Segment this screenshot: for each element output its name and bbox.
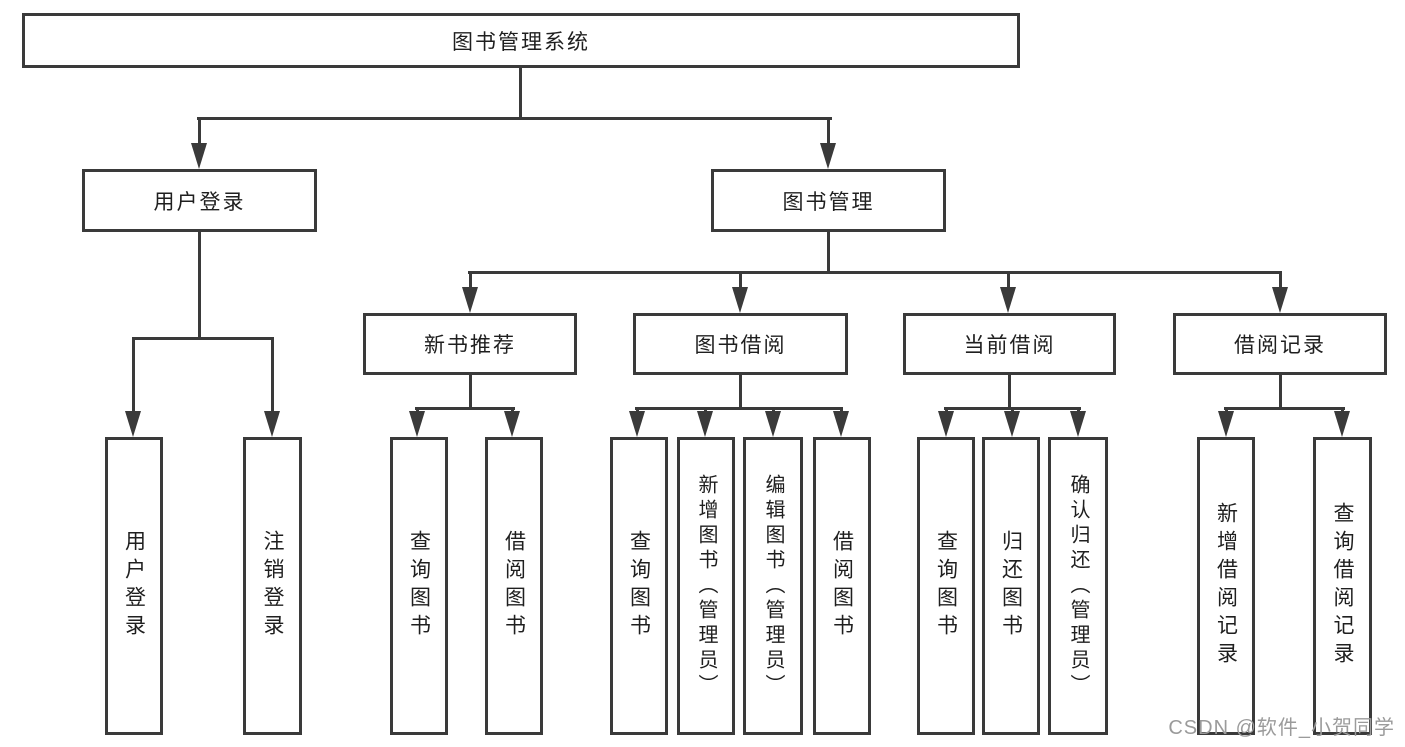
connector-line <box>739 271 742 291</box>
connector-line <box>132 337 135 413</box>
connector-line <box>635 407 843 410</box>
leaf-records-query-record: 查询借阅记录 <box>1313 437 1372 735</box>
leaf-recommend-query-book: 查询图书 <box>390 437 448 735</box>
connector-line <box>827 232 830 274</box>
leaf-borrow-query-book: 查询图书 <box>610 437 668 735</box>
arrow-down-icon <box>765 411 781 437</box>
leaf-borrow-borrow-book: 借阅图书 <box>813 437 871 735</box>
connector-line <box>827 117 830 145</box>
connector-line <box>469 271 472 291</box>
arrow-down-icon <box>1004 411 1020 437</box>
arrow-down-icon <box>504 411 520 437</box>
arrow-down-icon <box>462 287 478 313</box>
node-root: 图书管理系统 <box>22 13 1020 68</box>
leaf-current-query-book: 查询图书 <box>917 437 975 735</box>
connector-line <box>271 337 274 413</box>
arrow-down-icon <box>1000 287 1016 313</box>
connector-line <box>415 407 515 410</box>
connector-line <box>1008 375 1011 410</box>
arrow-down-icon <box>1272 287 1288 313</box>
csdn-watermark: CSDN @软件_小贺同学 <box>1168 717 1395 739</box>
leaf-current-confirm-return-admin: 确认归还（管理员） <box>1048 437 1108 735</box>
arrow-down-icon <box>1218 411 1234 437</box>
arrow-down-icon <box>191 143 207 169</box>
connector-line <box>198 232 201 340</box>
connector-line <box>519 68 522 120</box>
arrow-down-icon <box>820 143 836 169</box>
arrow-down-icon <box>833 411 849 437</box>
leaf-borrow-add-book-admin: 新增图书（管理员） <box>677 437 735 735</box>
connector-line <box>132 337 274 340</box>
arrow-down-icon <box>938 411 954 437</box>
arrow-down-icon <box>264 411 280 437</box>
connector-line <box>1224 407 1345 410</box>
arrow-down-icon <box>1070 411 1086 437</box>
leaf-recommend-borrow-book: 借阅图书 <box>485 437 543 735</box>
node-current-borrow: 当前借阅 <box>903 313 1116 375</box>
connector-line <box>197 117 832 120</box>
node-borrow-records: 借阅记录 <box>1173 313 1387 375</box>
arrow-down-icon <box>125 411 141 437</box>
leaf-current-return-book: 归还图书 <box>982 437 1040 735</box>
connector-line <box>1279 271 1282 291</box>
arrow-down-icon <box>409 411 425 437</box>
arrow-down-icon <box>732 287 748 313</box>
arrow-down-icon <box>697 411 713 437</box>
node-user-login: 用户登录 <box>82 169 317 232</box>
connector-line <box>468 271 1282 274</box>
leaf-records-add-record: 新增借阅记录 <box>1197 437 1255 735</box>
connector-line <box>739 375 742 410</box>
leaf-user-login: 用户登录 <box>105 437 163 735</box>
connector-line <box>198 117 201 145</box>
node-book-borrow: 图书借阅 <box>633 313 848 375</box>
arrow-down-icon <box>629 411 645 437</box>
arrow-down-icon <box>1334 411 1350 437</box>
leaf-logout: 注销登录 <box>243 437 302 735</box>
connector-line <box>1279 375 1282 410</box>
connector-line <box>1007 271 1010 291</box>
leaf-borrow-edit-book-admin: 编辑图书（管理员） <box>743 437 803 735</box>
node-new-book-recommend: 新书推荐 <box>363 313 577 375</box>
connector-line <box>469 375 472 410</box>
node-book-management: 图书管理 <box>711 169 946 232</box>
